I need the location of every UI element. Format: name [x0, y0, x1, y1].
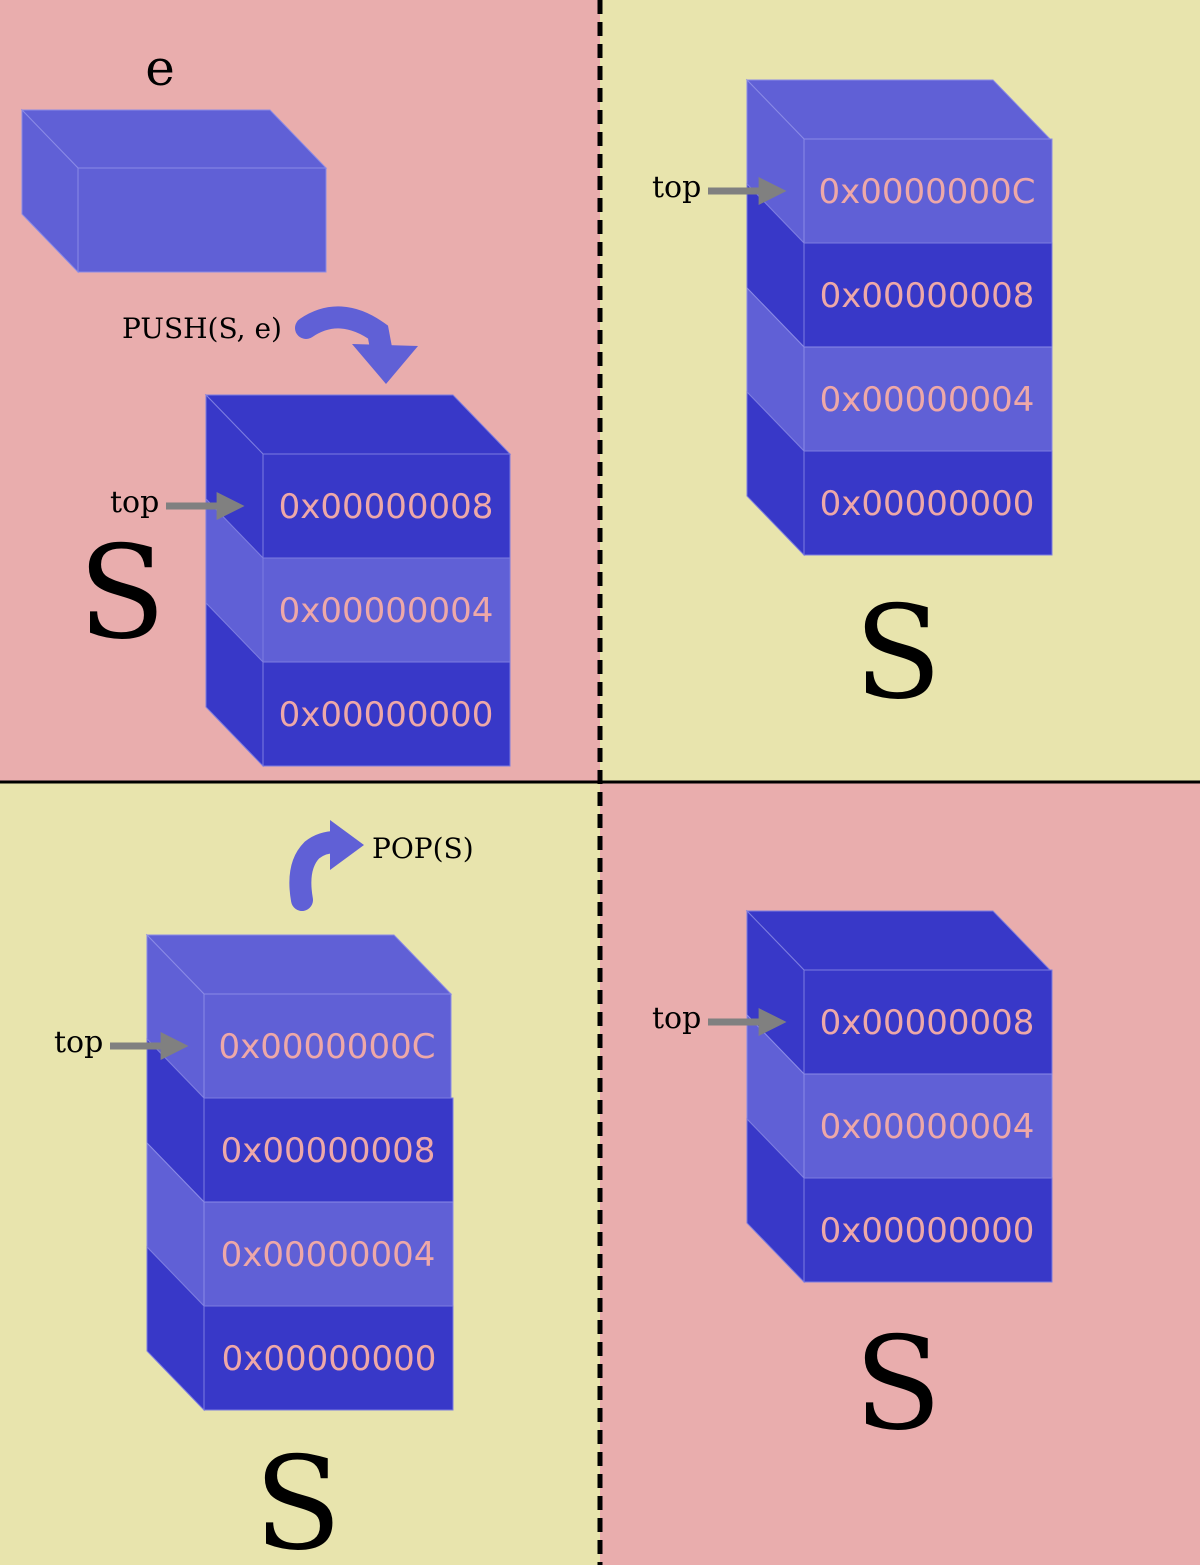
panel-top-left: PUSH(S, e) 0x00000008 0x00000004 0x00000… [78, 306, 512, 768]
push-operation-label: PUSH(S, e) [122, 312, 282, 345]
stack-cell-address: 0x0000000C [219, 1027, 436, 1067]
stack-cell [803, 346, 1053, 452]
stack-cell-address: 0x00000004 [279, 591, 494, 631]
stack-cell-address: 0x00000004 [221, 1235, 436, 1275]
stack-bottom-left: 0x0000000C 0x00000008 0x00000004 0x00000… [145, 933, 454, 1412]
stack-cell-address: 0x00000000 [820, 1211, 1035, 1251]
stack-cell-address: 0x0000000C [819, 172, 1036, 212]
pop-arrow-shaft [289, 831, 347, 911]
stack-cell [203, 1201, 454, 1307]
top-pointer-label: top [652, 170, 701, 205]
stack-cell-address: 0x00000008 [221, 1131, 436, 1171]
stack-cell [203, 1305, 454, 1411]
panel-bottom-right: 0x00000008 0x00000004 0x00000000 top S [652, 909, 1053, 1459]
push-arrow-head [352, 344, 418, 384]
stack-cell [803, 138, 1053, 244]
top-pointer-label: top [110, 485, 159, 520]
stack-cell-address: 0x00000000 [279, 695, 494, 735]
panel-top-right: 0x0000000C 0x00000008 0x00000004 0x00000… [652, 78, 1053, 728]
stack-top-right: 0x0000000C 0x00000008 0x00000004 0x00000… [745, 78, 1053, 557]
stack-bottom-right: 0x00000008 0x00000004 0x00000000 [745, 909, 1053, 1284]
block-e-front-face [77, 167, 327, 273]
push-arrow-shaft [295, 306, 392, 359]
stack-cell [262, 661, 511, 767]
stack-cell [262, 557, 511, 663]
stack-cell-address: 0x00000008 [279, 487, 494, 527]
panel-bottom-left: POP(S) 0x0000000C 0x00000008 0x00000004 … [54, 820, 474, 1565]
block-e-label: e [145, 39, 175, 97]
block-e [20, 108, 328, 274]
stack-cell [803, 242, 1053, 348]
stack-cell [803, 1073, 1053, 1179]
stack-cell-address: 0x00000004 [820, 380, 1035, 420]
pop-operation-label: POP(S) [372, 832, 474, 865]
stack-cell [803, 450, 1053, 556]
top-pointer-label: top [54, 1025, 103, 1060]
stack-cell-address: 0x00000000 [222, 1339, 437, 1379]
stack-cell [803, 1177, 1053, 1283]
stack-cell [803, 969, 1053, 1075]
stack-cell-address: 0x00000000 [820, 484, 1035, 524]
pop-arrow-head [330, 820, 364, 870]
stack-cell-address: 0x00000008 [820, 276, 1035, 316]
stack-cell [262, 453, 511, 559]
pop-curved-arrow [289, 820, 364, 911]
stack-cell [203, 1097, 454, 1203]
stack-name-label: S [854, 1310, 942, 1459]
stack-top-left: 0x00000008 0x00000004 0x00000000 [204, 393, 512, 768]
stack-cell-address: 0x00000004 [820, 1107, 1035, 1147]
stack-name-label: S [854, 579, 942, 728]
stack-cell [203, 993, 452, 1099]
top-pointer-label: top [652, 1001, 701, 1036]
stack-name-label: S [254, 1430, 342, 1565]
stack-cell-address: 0x00000008 [820, 1003, 1035, 1043]
stack-name-label: S [78, 519, 166, 668]
push-curved-arrow [295, 306, 418, 384]
